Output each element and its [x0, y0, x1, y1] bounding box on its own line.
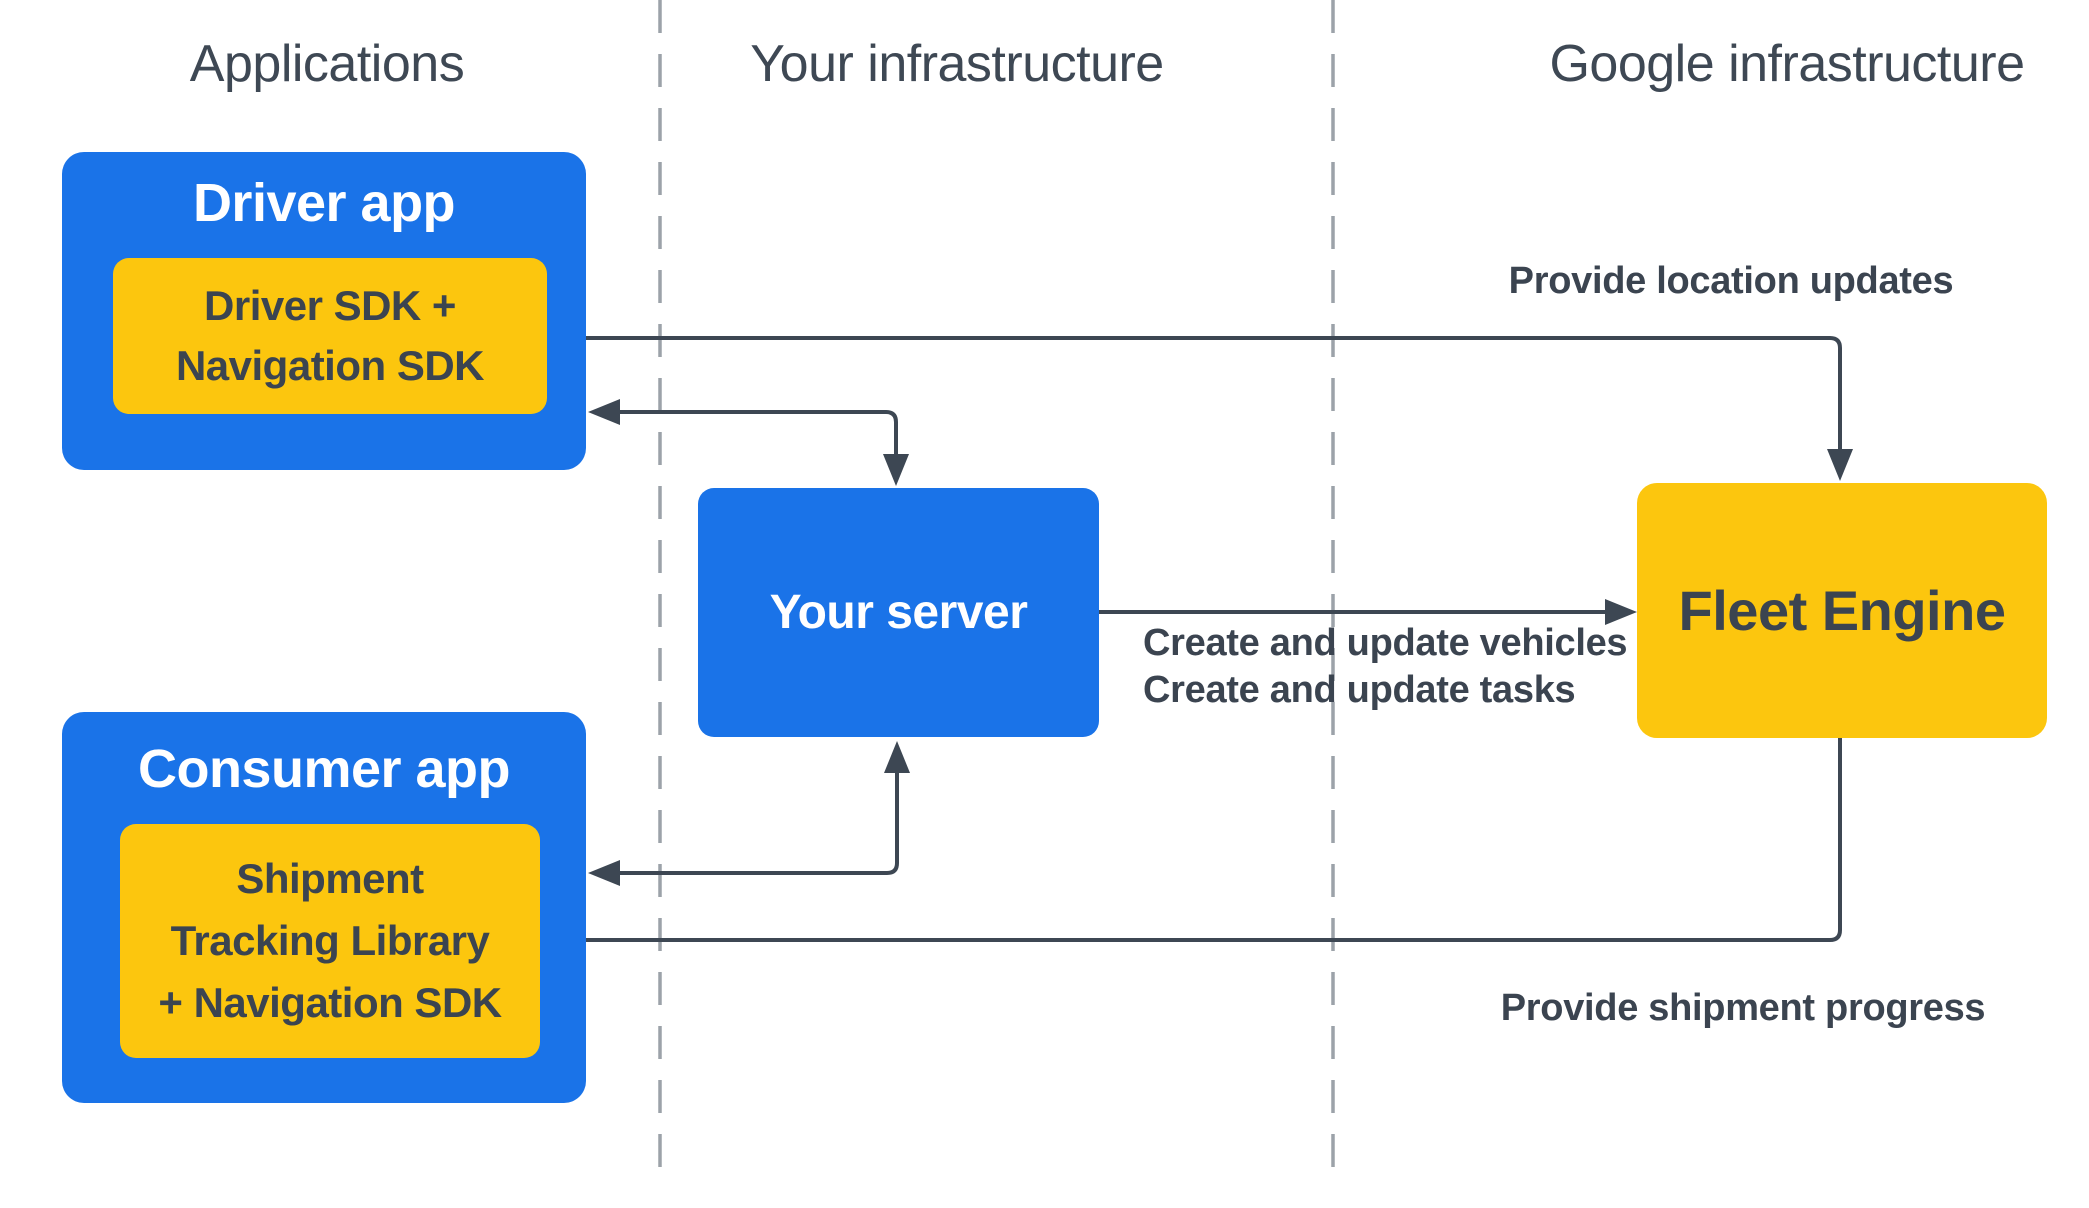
shipment-library-line-2: Tracking Library	[170, 917, 490, 964]
shipment-library-line-1: Shipment	[236, 855, 424, 902]
your-server-node: Your server	[698, 488, 1099, 737]
arrowhead-into-fleet-engine-left	[1605, 599, 1637, 625]
arrow-shipment-progress	[573, 738, 1842, 942]
label-create-update-tasks: Create and update tasks	[1143, 669, 1576, 711]
driver-sdk-line-1: Driver SDK +	[204, 282, 456, 329]
lane-header-applications: Applications	[189, 35, 465, 93]
arrowhead-into-your-server-top	[883, 454, 909, 486]
arrow-driver-app-server	[619, 410, 898, 456]
label-create-update: Create and update vehicles Create and up…	[1143, 620, 1628, 714]
your-server-title: Your server	[769, 586, 1028, 639]
label-provide-location-updates: Provide location updates	[1508, 260, 1954, 302]
arrowhead-into-your-server-bottom	[884, 741, 910, 773]
fleet-engine-title: Fleet Engine	[1678, 579, 2006, 642]
arrowhead-into-consumer-app	[588, 860, 620, 886]
consumer-app-title: Consumer app	[137, 739, 511, 799]
label-provide-shipment-progress: Provide shipment progress	[1500, 987, 1986, 1029]
lane-header-your-infrastructure: Your infrastructure	[750, 35, 1164, 93]
arrow-location-updates	[579, 336, 1842, 451]
consumer-app-node: Consumer app Shipment Tracking Library +…	[62, 712, 586, 1103]
lane-header-google-infrastructure: Google infrastructure	[1549, 35, 2025, 93]
arrowhead-into-driver-app	[588, 399, 620, 425]
driver-app-title: Driver app	[192, 173, 456, 233]
driver-app-node: Driver app Driver SDK + Navigation SDK	[62, 152, 586, 470]
shipment-library-node: Shipment Tracking Library + Navigation S…	[120, 824, 540, 1058]
driver-sdk-node: Driver SDK + Navigation SDK	[113, 258, 547, 414]
label-create-update-vehicles: Create and update vehicles	[1143, 622, 1628, 664]
driver-sdk-line-2: Navigation SDK	[175, 342, 485, 389]
shipment-library-line-3: + Navigation SDK	[158, 979, 502, 1026]
fleet-engine-node: Fleet Engine	[1637, 483, 2047, 738]
arrow-consumer-app-server	[619, 773, 899, 875]
arrowhead-into-fleet-engine-top	[1827, 449, 1853, 481]
